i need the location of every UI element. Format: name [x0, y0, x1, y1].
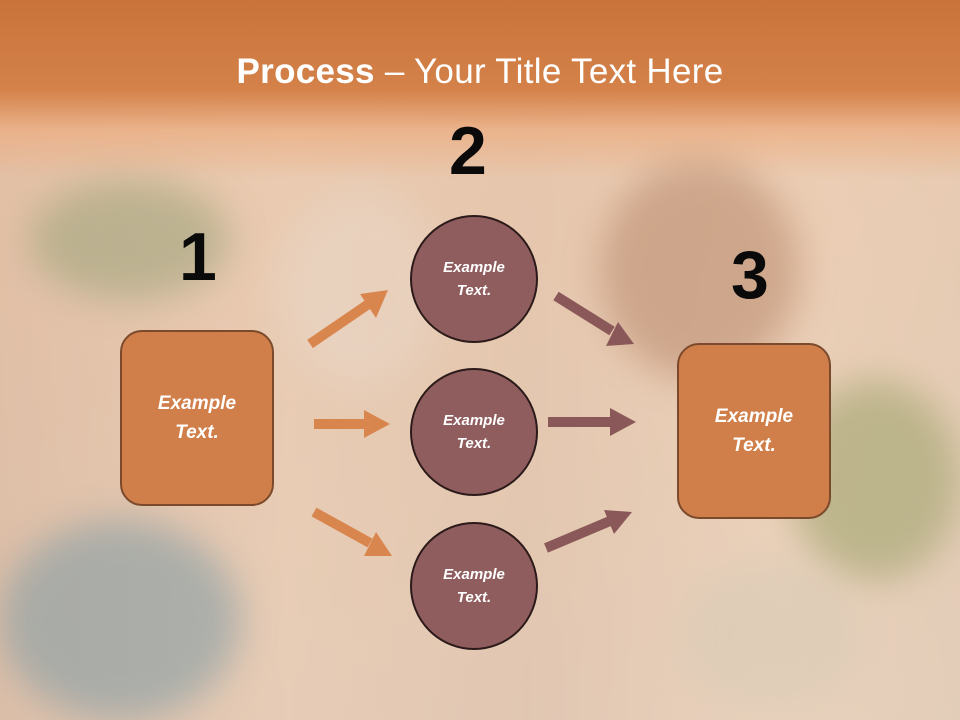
background-photo-blob [30, 180, 230, 300]
background-photo-blob [0, 520, 240, 720]
arrow-to-circle-2 [314, 410, 390, 438]
title-bold: Process [236, 52, 375, 91]
step-number-2: 2 [449, 113, 487, 189]
arrow-from-circle-1 [553, 291, 634, 346]
step-3-text: Example Text. [714, 406, 794, 456]
arrow-from-circle-2 [548, 408, 636, 436]
slide-title: Process – Your Title Text Here [0, 52, 960, 92]
circle-bottom-text: Example Text. [443, 566, 505, 606]
step-3-box[interactable]: Example Text. [677, 343, 831, 519]
circle-middle-text: Example Text. [443, 412, 505, 452]
step-number-3: 3 [731, 237, 769, 313]
step-number-1: 1 [179, 219, 217, 295]
background-photo-blob [680, 560, 860, 710]
step-1-text: Example Text. [157, 393, 237, 443]
step-2-circle-top[interactable]: Example Text. [410, 215, 538, 343]
circle-top-text: Example Text. [443, 259, 505, 299]
arrow-to-circle-1 [307, 290, 388, 349]
arrow-to-circle-3 [311, 507, 392, 556]
step-2-circle-middle[interactable]: Example Text. [410, 368, 538, 496]
title-rest: – Your Title Text Here [374, 52, 724, 91]
arrow-from-circle-3 [544, 510, 632, 553]
step-1-box[interactable]: Example Text. [120, 330, 274, 506]
step-2-circle-bottom[interactable]: Example Text. [410, 522, 538, 650]
